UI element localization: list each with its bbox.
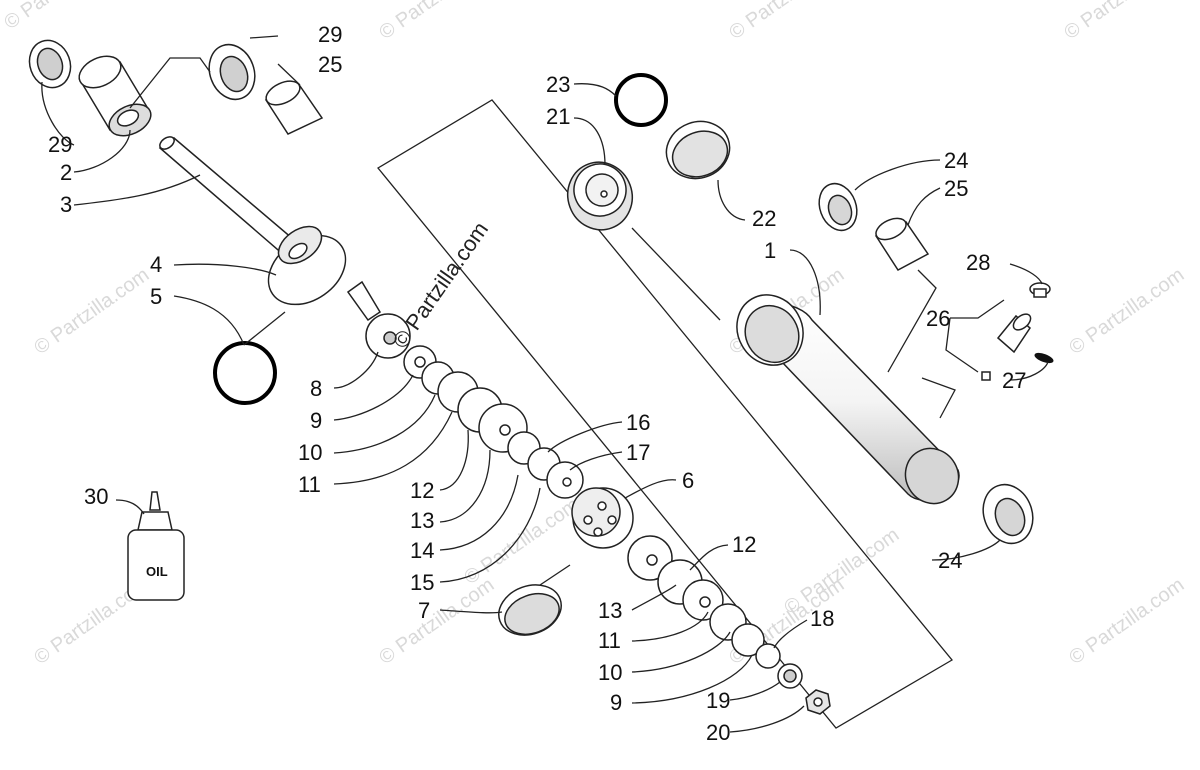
sleeve-25-right [874,217,930,271]
callout-13-upper: 13 [410,508,434,533]
callout-29-left: 29 [48,132,72,157]
callout-25-top: 25 [318,52,342,77]
watermark: © Partzilla.com [780,524,903,619]
callout-24-top: 24 [944,148,968,173]
callout-25-right: 25 [944,176,968,201]
body-4 [267,225,382,322]
callouts: 29 25 29 2 3 4 5 8 9 10 11 12 13 14 15 1… [48,22,1026,745]
callout-6: 6 [682,468,694,493]
callout-20: 20 [706,720,730,745]
piston-ring-7 [498,584,562,636]
callout-26: 26 [926,306,950,331]
callout-27: 27 [1002,368,1026,393]
lower-washer-stack [627,535,781,669]
callout-13-lower: 13 [598,598,622,623]
watermark: © Partzilla.com [1060,0,1183,44]
callout-5: 5 [150,284,162,309]
screw-28 [1029,282,1051,298]
bushing-24-top [818,182,858,232]
watermark: © Partzilla.com [725,0,848,44]
callout-21: 21 [546,104,570,129]
callout-12-upper: 12 [410,478,434,503]
callout-30: 30 [84,484,108,509]
callout-23: 23 [546,72,570,97]
callout-10-upper: 10 [298,440,322,465]
shock-body-1 [736,294,960,505]
bushing-29-right [208,43,256,101]
callout-15: 15 [410,570,434,595]
watermark: © Partzilla.com [1065,574,1188,669]
callout-1: 1 [764,238,776,263]
watermark: © Partzilla.com [30,264,153,359]
callout-24-bottom: 24 [938,548,962,573]
callout-29-top: 29 [318,22,342,47]
callout-18: 18 [810,606,834,631]
oil-label: OIL [146,564,168,579]
callout-28: 28 [966,250,990,275]
eye-2 [78,55,152,137]
callout-17: 17 [626,440,650,465]
o-ring-27 [1034,352,1054,364]
assembly-outline [377,99,953,729]
callout-10-lower: 10 [598,660,622,685]
floating-piston-21 [567,161,633,231]
watermark: © Partzilla.com [1065,264,1188,359]
callout-11-upper: 11 [298,472,321,497]
o-ring-5 [213,341,277,405]
watermark: © Partzilla.com [460,494,583,589]
sleeve-25-left [264,80,324,135]
band-22 [665,120,731,180]
callout-2: 2 [60,160,72,185]
watermark: © Partzilla.com [375,574,498,669]
piston-6 [571,487,634,549]
callout-16: 16 [626,410,650,435]
valve-26 [981,313,1032,381]
bushing-24-bottom [982,483,1034,545]
bushing-29-left [28,39,72,89]
center-watermark: © Partzilla.com [388,217,494,353]
oil-bottle-30: OIL [127,491,185,601]
callout-9-lower: 9 [610,690,622,715]
nut-20 [805,689,831,715]
leader-lines [41,35,1049,733]
callout-11-lower: 11 [598,628,621,653]
watermark: © Partzilla.com [0,0,123,34]
washer-stack [365,313,584,499]
callout-9-upper: 9 [310,408,322,433]
callout-8: 8 [310,376,322,401]
callout-7: 7 [418,598,430,623]
callout-12-lower: 12 [732,532,756,557]
watermark: © Partzilla.com [375,0,498,44]
callout-19: 19 [706,688,730,713]
callout-4: 4 [150,252,162,277]
o-ring-23 [614,73,668,127]
washer-19 [777,663,803,689]
callout-14: 14 [410,538,434,563]
callout-3: 3 [60,192,72,217]
callout-22: 22 [752,206,776,231]
